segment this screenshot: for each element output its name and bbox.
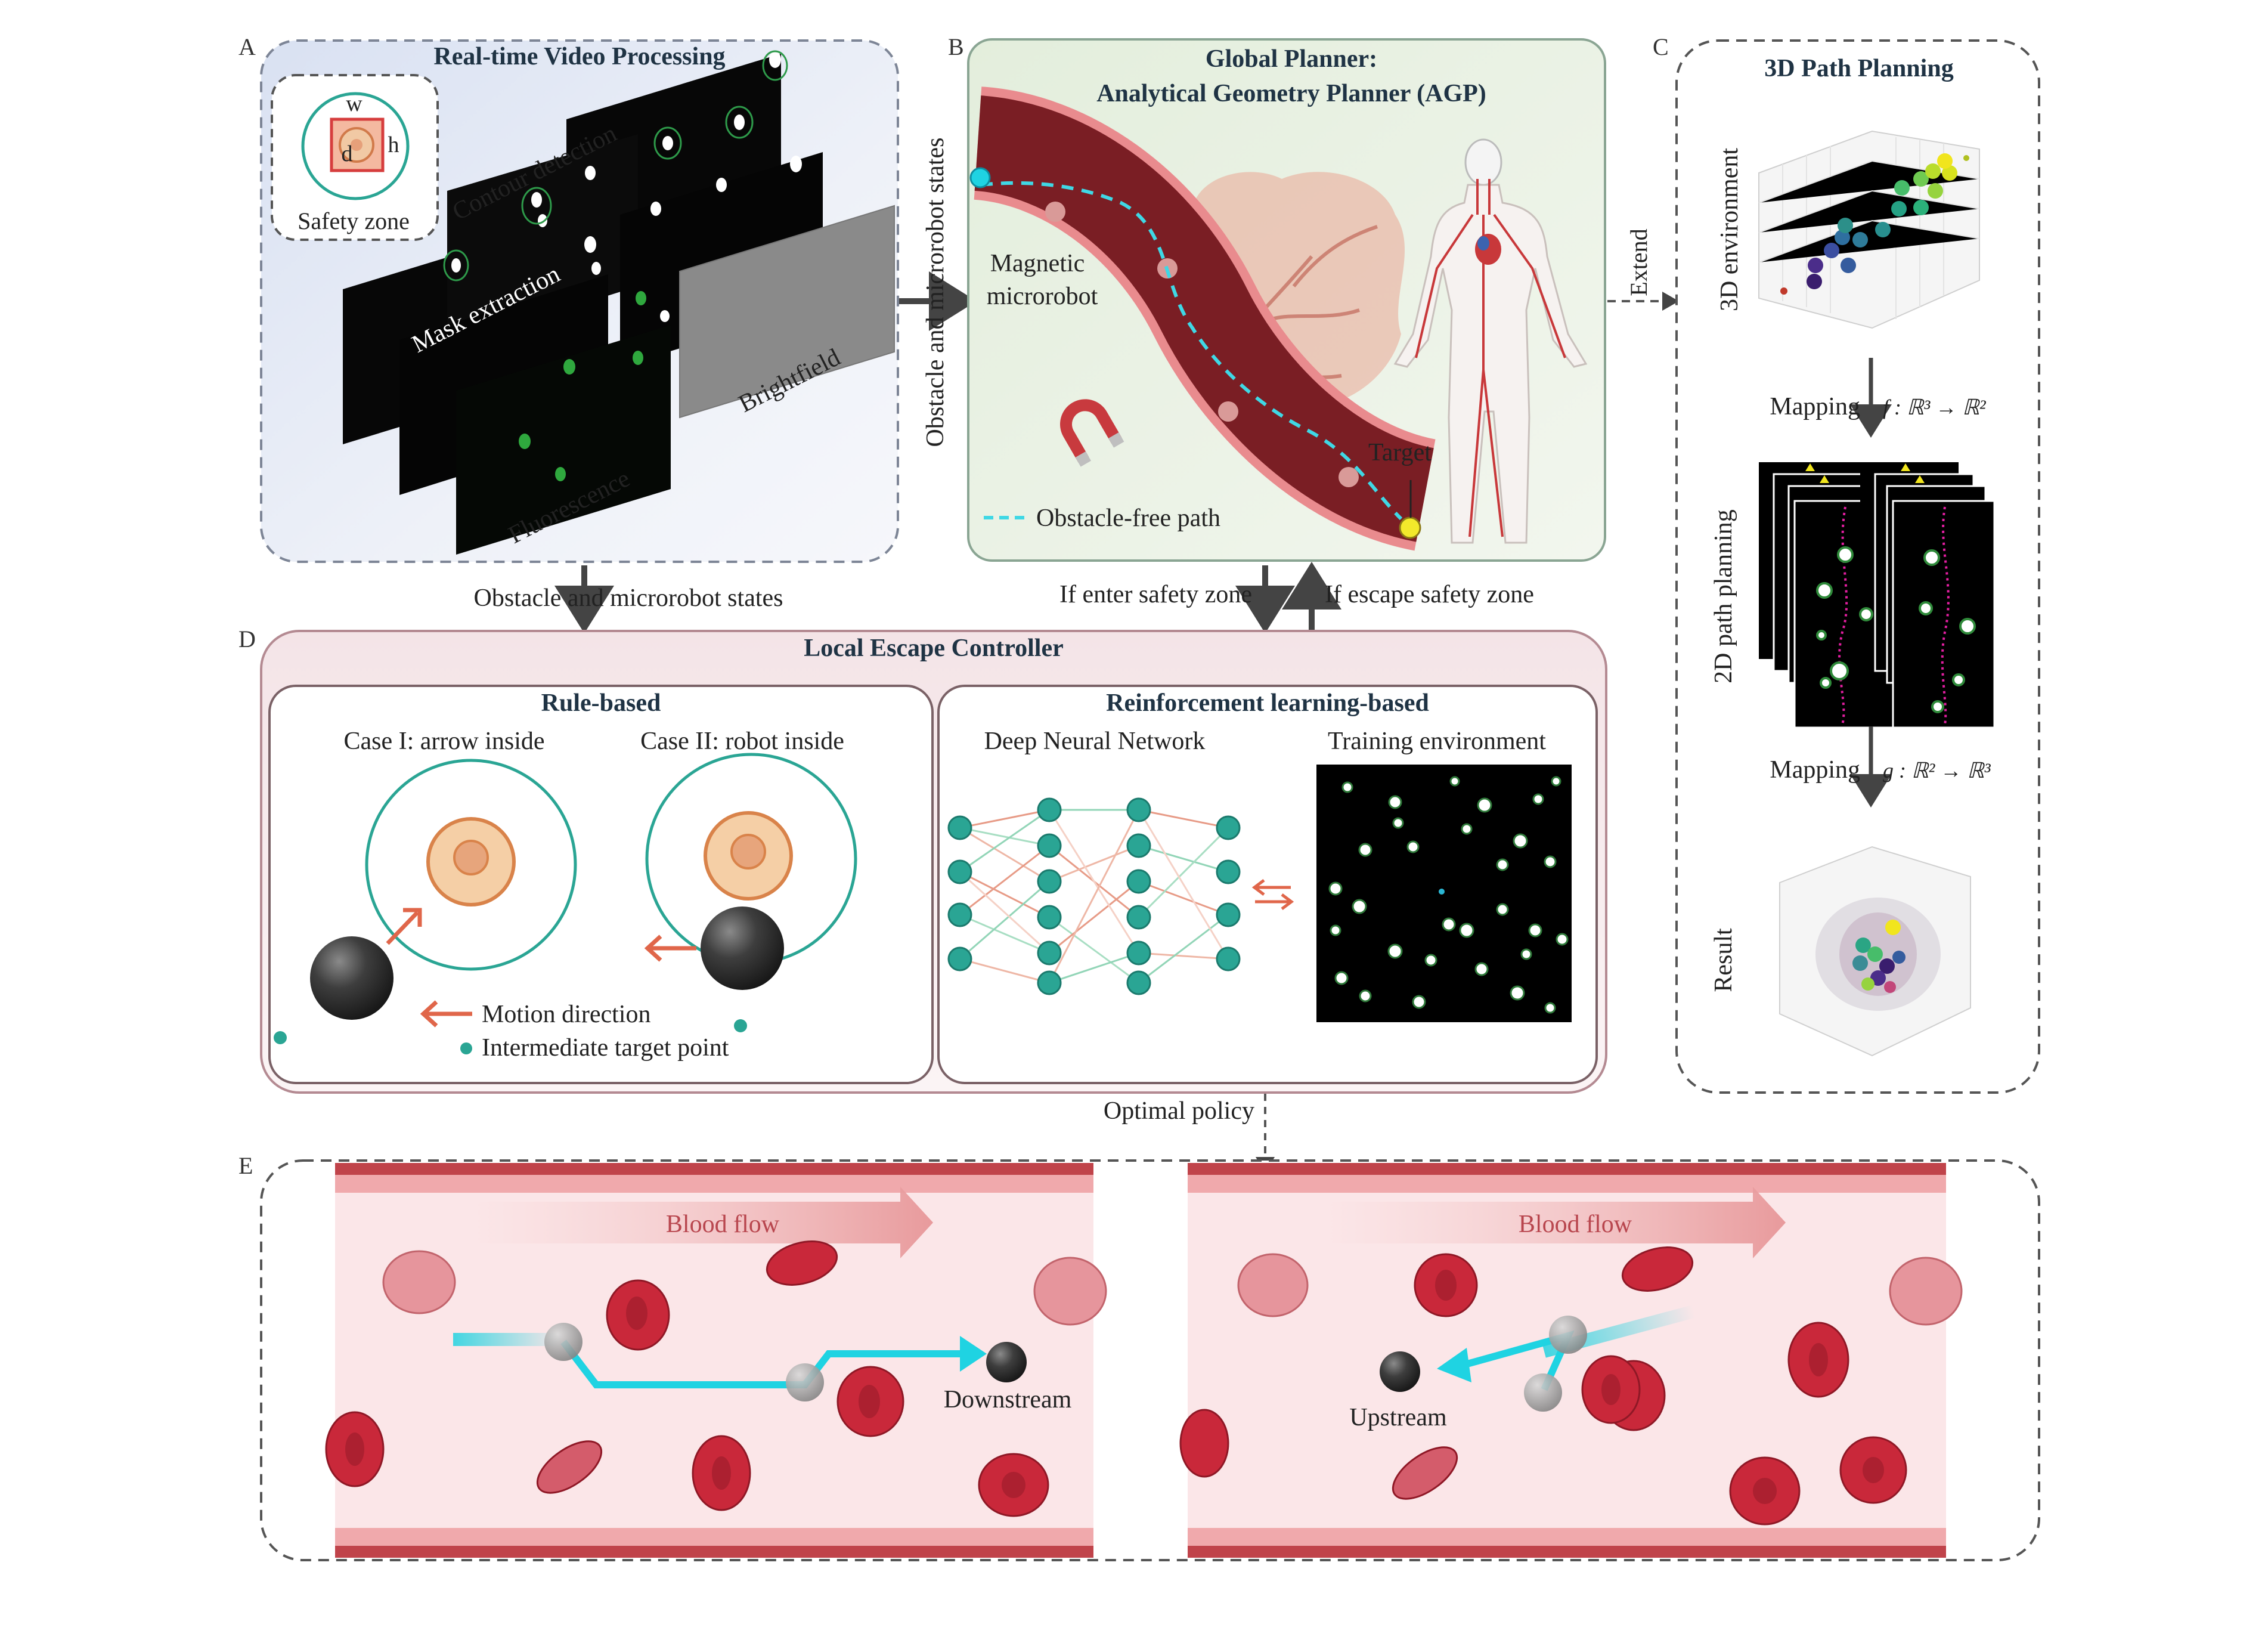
result-3d-plot: [1779, 846, 1971, 1057]
microrobot-ghost-3: [1524, 1373, 1562, 1412]
panel-b-title-line1: Global Planner:: [1206, 45, 1377, 73]
neural-network-diagram: [947, 797, 1241, 995]
safety-zone-inset: w h d Safety zone: [271, 74, 439, 241]
panel-c-title: 3D Path Planning: [1764, 55, 1953, 82]
magnetic-label-line2: microrobot: [987, 283, 1098, 310]
blood-flow-arrow-right: [1324, 1187, 1786, 1258]
panel-d-title: Local Escape Controller: [804, 635, 1064, 662]
safety-zone-label: Safety zone: [298, 208, 410, 234]
env-3d-label: 3D environment: [1716, 148, 1743, 311]
intermediate-target-legend-dot: [460, 1042, 472, 1054]
scatter-3d-environment: [1758, 130, 1980, 329]
training-env-label: Training environment: [1328, 728, 1546, 755]
brightfield-image: [679, 205, 895, 419]
vessel-left: Blood flow Downstream: [325, 1163, 1107, 1558]
mapping-g-formula: g : ℝ² → ℝ³: [1883, 759, 1991, 782]
mapping-g-word: Mapping: [1770, 756, 1860, 784]
blood-flow-arrow-left: [471, 1187, 933, 1258]
downstream-label: Downstream: [944, 1386, 1072, 1413]
rule-based-title: Rule-based: [541, 689, 661, 717]
case1-illustration: [310, 759, 577, 1020]
human-body-illustration: [1393, 138, 1588, 544]
panel-letter-a: A: [238, 33, 256, 60]
legend-path-label: Obstacle-free path: [1036, 505, 1220, 532]
magnetic-microrobot: [969, 167, 991, 188]
training-environment-image: [1316, 765, 1572, 1022]
magnet-icon: [1060, 399, 1124, 467]
panel-b-title-line2: Analytical Geometry Planner (AGP): [1096, 80, 1486, 107]
inset-w-label: w: [346, 91, 362, 116]
microrobot-ghost-4: [1549, 1316, 1587, 1354]
trail-left: [453, 1333, 563, 1346]
inset-h-label: h: [388, 132, 399, 157]
planning-2d-label: 2D path planning: [1710, 509, 1737, 683]
blood-vessel: [969, 86, 1437, 551]
panel-b: B Global Planner: Analytical Geometry Pl…: [922, 33, 1606, 562]
case2-illustration: [644, 753, 857, 990]
blood-flow-label-left: Blood flow: [666, 1211, 780, 1238]
case2-label: Case II: robot inside: [640, 728, 844, 755]
obstacle-free-path: [980, 181, 1403, 521]
target-point: [1399, 516, 1421, 539]
panel-letter-b: B: [948, 33, 964, 60]
mapping-f-formula: f : ℝ³ → ℝ²: [1883, 395, 1987, 419]
safety-zone-circle: [301, 92, 410, 200]
microrobot-ghost-1: [544, 1323, 583, 1361]
microrobot-downstream: [986, 1342, 1027, 1382]
panel-letter-d: D: [238, 626, 256, 652]
exchange-arrows-icon: [1251, 879, 1294, 910]
if-enter-label: If enter safety zone: [1059, 581, 1252, 608]
optimal-policy-label: Optimal policy: [1104, 1097, 1254, 1125]
obstacle-states-label: Obstacle and microrobot states: [473, 584, 783, 612]
panel-letter-e: E: [238, 1152, 253, 1179]
dnn-label: Deep Neural Network: [984, 728, 1206, 755]
result-label: Result: [1710, 928, 1737, 992]
extend-label: Extend: [1625, 228, 1652, 296]
panel-letter-c: C: [1653, 33, 1669, 60]
rl-based-title: Reinforcement learning-based: [1106, 689, 1429, 717]
obstacle-states-side-label: Obstacle and microrobot states: [922, 137, 949, 447]
inset-d-label: d: [342, 141, 353, 166]
rule-based-box: [268, 685, 934, 1084]
if-escape-label: If escape safety zone: [1325, 581, 1534, 608]
intermediate-target-point-right: [734, 1019, 747, 1032]
panel-d: D Local Escape Controller Rule-based Cas…: [238, 626, 1607, 1094]
mapping-f-word: Mapping: [1770, 393, 1860, 420]
motion-direction-label: Motion direction: [482, 1001, 650, 1028]
microrobot-upstream: [1380, 1351, 1420, 1392]
case1-label: Case I: arrow inside: [343, 728, 544, 755]
upstream-label: Upstream: [1349, 1404, 1447, 1431]
panel-c: C 3D Path Planning 3D environment: [1653, 33, 2040, 1094]
vessel-right: Blood flow Upstream: [1179, 1163, 1963, 1558]
panel-a: A Real-time Video Processing w h d Safet…: [238, 33, 899, 563]
planning-2d-stack: [1759, 462, 1996, 729]
magnetic-label-line1: Magnetic: [990, 250, 1085, 277]
target-label: Target: [1368, 439, 1432, 466]
panel-e: E: [238, 1152, 2040, 1561]
intermediate-target-label: Intermediate target point: [482, 1034, 729, 1062]
intermediate-target-point-left: [274, 1031, 287, 1044]
microrobot-ghost-2: [786, 1363, 824, 1401]
panel-a-title: Real-time Video Processing: [433, 43, 725, 70]
fluorescence-image: [456, 291, 671, 555]
blood-flow-label-right: Blood flow: [1519, 1211, 1632, 1238]
